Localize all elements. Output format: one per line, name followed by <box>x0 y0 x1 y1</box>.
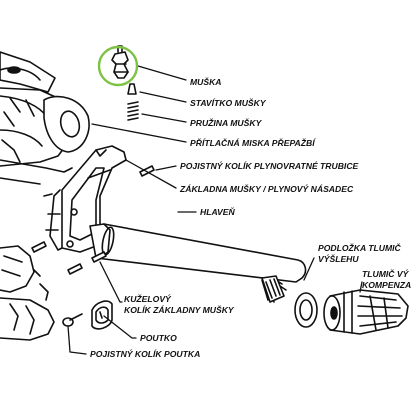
label-podlozka-line1: PODLOŽKA TLUMIČ <box>318 242 402 253</box>
pins-drawing <box>31 165 155 327</box>
label-hlaven: HLAVEŇ <box>200 206 235 217</box>
upper-receiver-drawing <box>0 51 90 185</box>
label-tlumic-line1: TLUMIČ VÝ <box>362 268 410 279</box>
label-pruzina: PRUŽINA MUŠKY <box>190 117 263 128</box>
label-muska: MUŠKA <box>190 76 222 87</box>
compensator-drawing <box>323 289 409 335</box>
label-tlumic-line2: KOMPENZA <box>362 280 411 290</box>
label-podlozka-line2: VÝŠLEHU <box>318 253 359 264</box>
sling-swivel-drawing <box>91 300 113 330</box>
front-sight-post-drawing <box>111 45 129 79</box>
label-kuzelovy-line2: KOLÍK ZÁKLADNY MUŠKY <box>124 304 235 315</box>
label-zakladna-musky: ZÁKLADNA MUŠKY / PLYNOVÝ NÁSADEC <box>179 183 354 194</box>
label-poutko: POUTKO <box>140 333 177 343</box>
highlight-circle <box>97 45 139 87</box>
lower-handguard-drawing <box>0 245 55 341</box>
label-kuzelovy-line1: KUŽELOVÝ <box>124 293 172 304</box>
front-sight-base-drawing <box>43 145 307 303</box>
spring-drawing <box>127 101 139 121</box>
crush-washer-drawing <box>294 292 318 328</box>
label-pojistny-kolik-trubice: POJISTNÝ KOLÍK PLYNOVRATNÉ TRUBICE <box>180 161 359 171</box>
detent-drawing <box>127 83 137 95</box>
label-stavitko: STAVÍTKO MUŠKY <box>190 97 267 108</box>
label-pojistny-kolik-poutka: POJISTNÝ KOLÍK POUTKA <box>90 349 200 359</box>
leader-lines <box>67 65 363 355</box>
label-pritlacna-miska: PŘÍTLAČNÁ MISKA PŘEPAŽBÍ <box>190 137 316 148</box>
